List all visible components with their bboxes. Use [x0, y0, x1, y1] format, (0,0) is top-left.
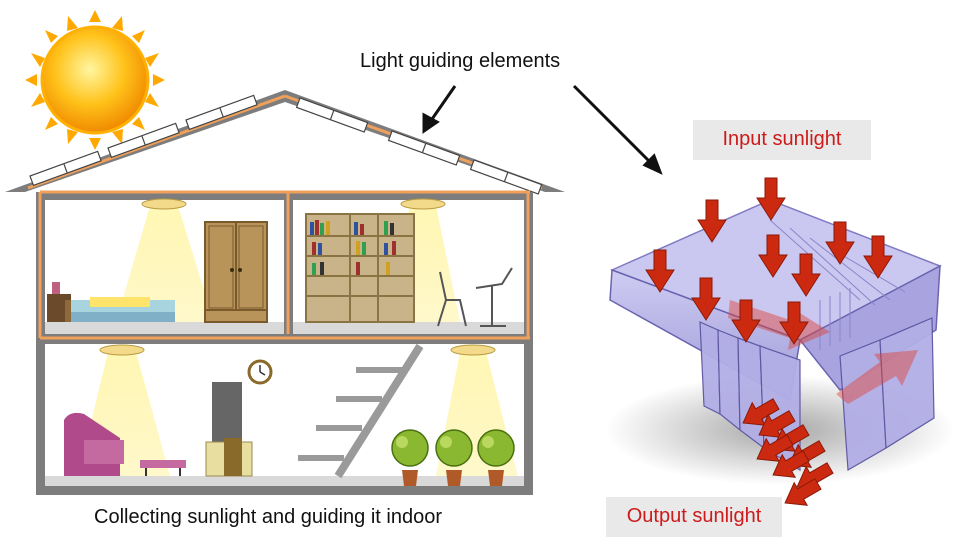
staircase [298, 343, 424, 479]
output-sunlight-arrows [742, 398, 834, 506]
study-furniture [305, 213, 513, 327]
light-guiding-elements-label: Light guiding elements [360, 50, 561, 72]
input-sunlight-arrows [645, 177, 893, 345]
label-pointer-arrows [422, 84, 663, 175]
potted-plants [391, 429, 515, 486]
sun-icon [25, 10, 165, 150]
input-sunlight-tag: Input sunlight [693, 120, 871, 160]
output-sunlight-tag: Output sunlight [606, 497, 782, 537]
house-caption: Collecting sunlight and guiding it indoo… [94, 506, 443, 528]
roof-light-collectors [29, 94, 543, 195]
bedroom-furniture [47, 221, 268, 323]
house-cross-section [5, 90, 565, 495]
living-room-furniture [64, 359, 273, 477]
